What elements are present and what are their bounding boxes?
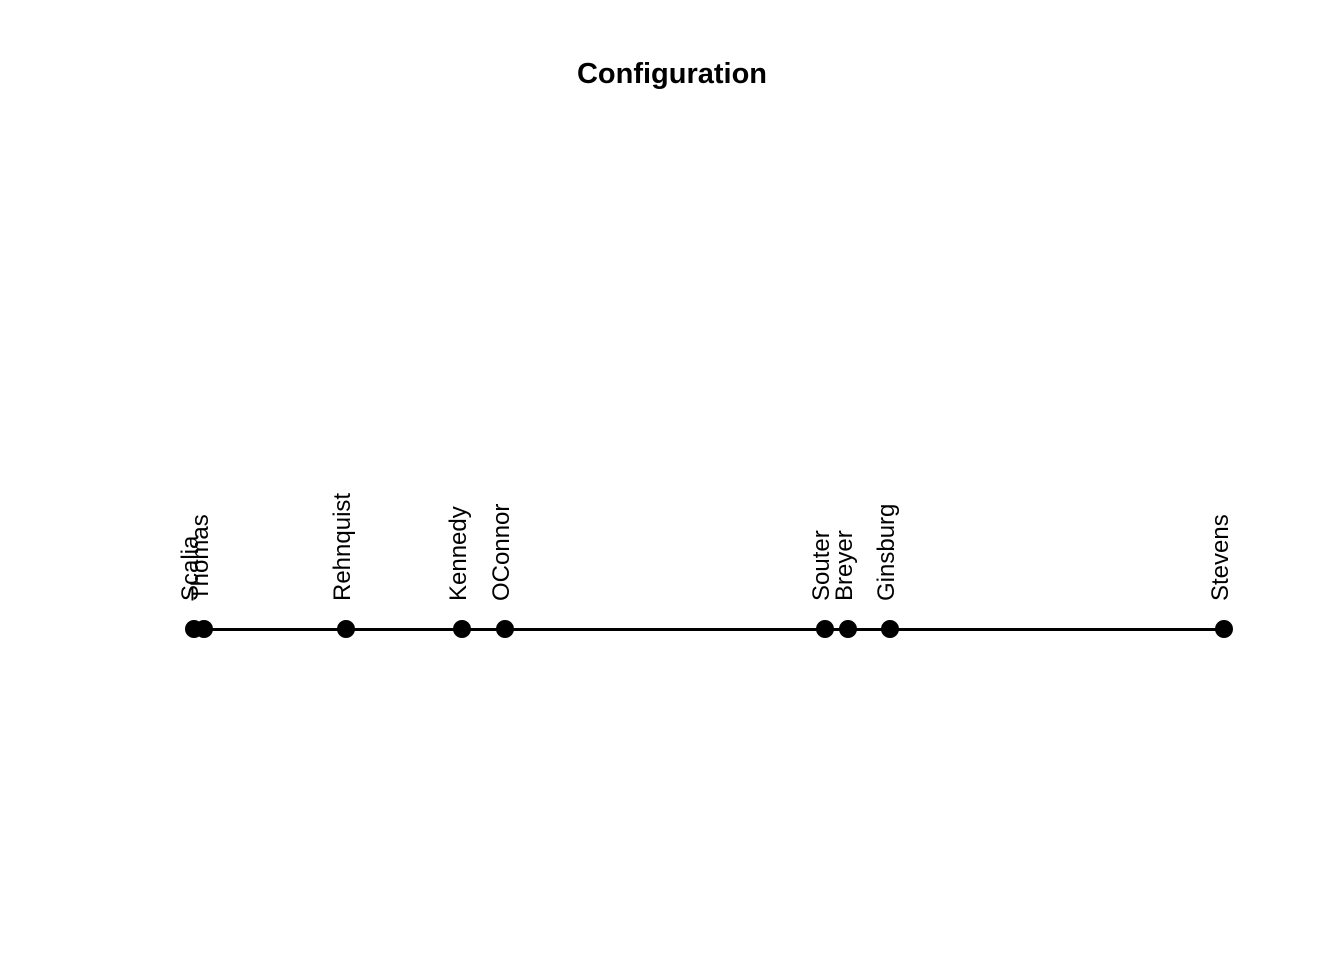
data-point	[496, 620, 514, 638]
data-point	[881, 620, 899, 638]
data-point	[839, 620, 857, 638]
data-point	[195, 620, 213, 638]
point-label: Breyer	[831, 530, 858, 601]
point-label: Stevens	[1207, 514, 1234, 601]
point-label: Thomas	[187, 514, 214, 601]
data-point	[816, 620, 834, 638]
point-label: Kennedy	[445, 506, 472, 601]
point-label: Rehnquist	[329, 492, 356, 601]
data-point	[337, 620, 355, 638]
data-point	[453, 620, 471, 638]
data-point	[1215, 620, 1233, 638]
point-label: Ginsburg	[873, 503, 900, 601]
chart-title: Configuration	[576, 58, 768, 90]
axis-line	[188, 628, 1232, 631]
point-label: OConnor	[488, 503, 515, 601]
